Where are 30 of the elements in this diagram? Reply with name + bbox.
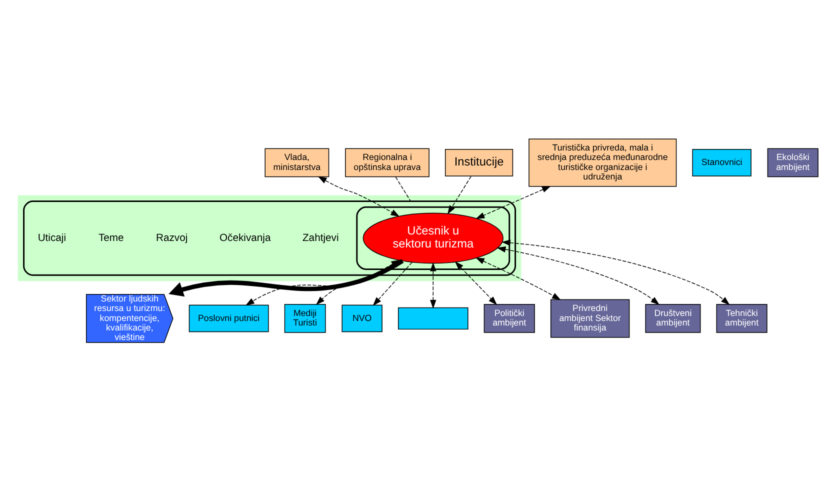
node-box: Politički ambijent [483,304,534,333]
node-box: Institucije [444,149,513,176]
arrow [500,240,730,306]
node-box: Stanovnici [692,149,751,176]
arrow [317,176,400,217]
node-box [397,307,468,330]
node-box: NVO [341,304,382,332]
arrow [475,186,550,219]
arrow [430,262,436,309]
node-box: Društveni ambijent [644,304,700,333]
node-box: Ekološki ambijent [766,148,818,178]
arrow [372,262,412,306]
label: Zahtjevi [302,232,338,244]
arrow [475,258,560,300]
arrow [446,176,471,214]
label: Očekivanja [219,232,270,244]
connector [394,176,411,202]
node-box: Regionalna i opštinska uprava [344,148,429,178]
label: Razvoj [156,232,188,244]
node-box: Mediji Turisti [284,304,326,333]
label: Uticaji [37,232,66,244]
label: Teme [98,232,124,244]
node-box: Tehnički ambijent [716,304,767,333]
arrow [454,261,497,306]
arrow [315,260,400,306]
node-box: Turistička privreda, mala i srednja preduzeća međunarodne turističke organizacije i udruženja [528,138,676,187]
node-box: Privredni ambijent Sektor finansija [550,299,630,338]
node-box: Poslovni putnici [188,304,268,332]
arrow [496,246,660,306]
node-box: Vlada, ministarstva [264,148,329,178]
